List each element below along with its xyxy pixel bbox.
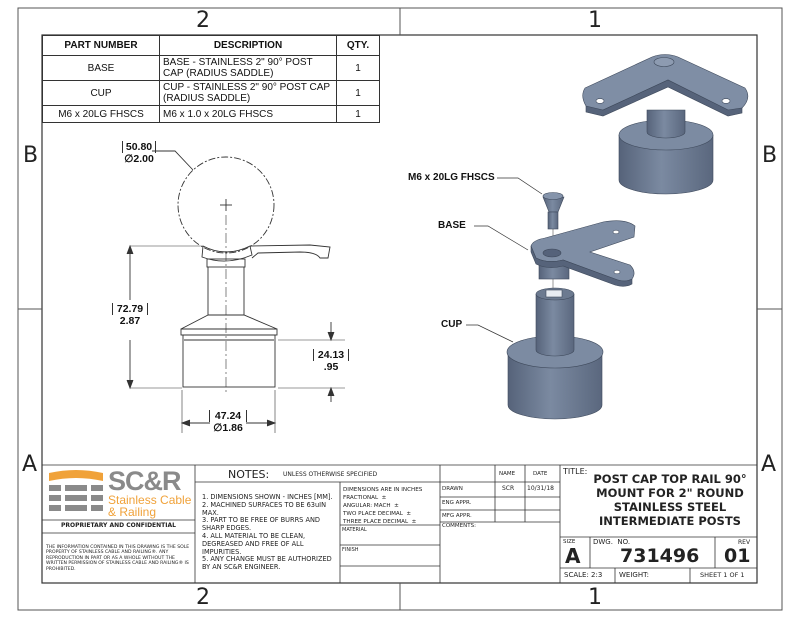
size-value: A <box>565 544 581 568</box>
bom-description: M6 x 1.0 x 20LG FHSCS <box>159 105 337 123</box>
bom-qty: 1 <box>336 80 380 106</box>
bom-part: M6 x 20LG FHSCS <box>42 105 160 123</box>
bill-of-materials: PART NUMBER DESCRIPTION QTY. BASE BASE -… <box>42 35 380 123</box>
rev-label: REV <box>738 539 751 546</box>
proprietary-text: THE INFORMATION CONTAINED IN THIS DRAWIN… <box>46 545 190 572</box>
dim-overall-height: 72.79 2.87 <box>112 303 148 327</box>
assembled-post-cap <box>582 54 749 195</box>
drawn-date: 10/31/18 <box>527 485 554 492</box>
tolerance-row: FRACTIONAL ± <box>343 495 387 501</box>
scale-label: SCALE: 2:3 <box>564 571 603 579</box>
drawn-name: SCR <box>502 485 515 492</box>
bom-description: CUP - STAINLESS 2" 90° POST CAP (RADIUS … <box>159 80 337 106</box>
notes-title: NOTES: <box>228 468 270 481</box>
zone-right-b: B <box>762 143 778 168</box>
callout-screw: M6 x 20LG FHSCS <box>408 172 495 183</box>
dim-cup-height-in: .95 <box>323 361 339 373</box>
dim-circle-in: ∅2.00 <box>124 153 154 165</box>
zone-left-a: A <box>22 452 38 477</box>
tolerance-block: DIMENSIONS ARE IN INCHES FRACTIONAL ± AN… <box>343 486 422 526</box>
tolerance-row: TWO PLACE DECIMAL ± <box>343 511 412 517</box>
cup-part <box>506 287 604 420</box>
note-item: 3. PART TO BE FREE OF BURRS AND SHARP ED… <box>202 516 320 533</box>
zone-top-2: 2 <box>196 8 210 33</box>
dwg-no-label: DWG. NO. <box>593 538 631 546</box>
eng-appr-label: ENG APPR. <box>442 500 472 506</box>
zone-right-a: A <box>761 452 777 477</box>
note-item: 4. ALL MATERIAL TO BE CLEAN, DEGREASED A… <box>202 531 306 556</box>
notes-subtitle: UNLESS OTHERWISE SPECIFIED <box>283 471 378 478</box>
dwg-number: 731496 <box>620 545 700 567</box>
dim-circle-diameter: 50.80 ∅2.00 <box>122 141 156 165</box>
bom-qty: 1 <box>336 55 380 81</box>
note-item: 1. DIMENSIONS SHOWN - INCHES [MM]. <box>202 493 333 501</box>
material-label: MATERIAL <box>342 527 367 533</box>
tolerance-header: DIMENSIONS ARE IN INCHES <box>343 487 423 493</box>
dim-height-mm: 72.79 <box>112 303 148 315</box>
sheet-label: SHEET 1 OF 1 <box>700 571 745 579</box>
callout-base: BASE <box>438 220 466 231</box>
zone-left-b: B <box>23 143 39 168</box>
proprietary-title: PROPRIETARY AND CONFIDENTIAL <box>61 522 176 529</box>
tolerance-row: ANGULAR: MACH ± <box>343 503 399 509</box>
dim-cup-height-mm: 24.13 <box>313 349 349 361</box>
logo-line1: Stainless Cable <box>108 493 192 507</box>
callout-cup: CUP <box>441 319 463 330</box>
dim-cup-height: 24.13 .95 <box>313 349 349 373</box>
weight-label: WEIGHT: <box>619 571 649 579</box>
comments-label: COMMENTS: <box>442 523 476 529</box>
finish-label: FINISH <box>342 547 359 553</box>
logo-railing-icon <box>49 470 103 511</box>
dim-cup-diameter-mm: 47.24 <box>209 410 247 422</box>
bom-qty: 1 <box>336 105 380 123</box>
bom-description: BASE - STAINLESS 2" 90° POST CAP (RADIUS… <box>159 55 337 81</box>
size-label: SIZE <box>563 539 576 545</box>
drawing-title: POST CAP TOP RAIL 90° MOUNT FOR 2" ROUND… <box>593 472 747 528</box>
company-logo: SC&R Stainless Cable & Railing <box>45 466 193 519</box>
logo-name: SC&R <box>108 466 182 496</box>
bom-row: BASE BASE - STAINLESS 2" 90° POST CAP (R… <box>42 55 380 81</box>
dim-circle-mm: 50.80 <box>122 141 156 153</box>
zone-bottom-1: 1 <box>588 585 602 610</box>
rev-value: 01 <box>724 545 751 567</box>
note-item: 5. ANY CHANGE MUST BE AUTHORIZED BY AN S… <box>202 555 332 572</box>
notes-list: 1. DIMENSIONS SHOWN - INCHES [MM]. 2. MA… <box>202 493 337 572</box>
mfg-appr-label: MFG APPR. <box>442 513 472 519</box>
note-item: 2. MACHINED SURFACES TO BE 63uIN MAX. <box>202 500 327 517</box>
dim-cup-diameter: 47.24 ∅1.86 <box>209 410 247 434</box>
base-part <box>530 220 636 287</box>
dim-height-in: 2.87 <box>119 315 141 327</box>
bom-row: M6 x 20LG FHSCS M6 x 1.0 x 20LG FHSCS 1 <box>42 105 380 123</box>
tolerance-row: THREE PLACE DECIMAL ± <box>343 519 417 525</box>
title-label: TITLE: <box>563 467 588 476</box>
logo-line2: & Railing <box>108 505 157 519</box>
zone-bottom-2: 2 <box>196 585 210 610</box>
drawn-label: DRAWN <box>442 486 463 492</box>
bom-row: CUP CUP - STAINLESS 2" 90° POST CAP (RAD… <box>42 80 380 106</box>
zone-top-1: 1 <box>588 8 602 33</box>
dim-cup-diameter-in: ∅1.86 <box>213 422 243 434</box>
date-header: DATE <box>533 471 548 477</box>
name-header: NAME <box>499 471 516 477</box>
